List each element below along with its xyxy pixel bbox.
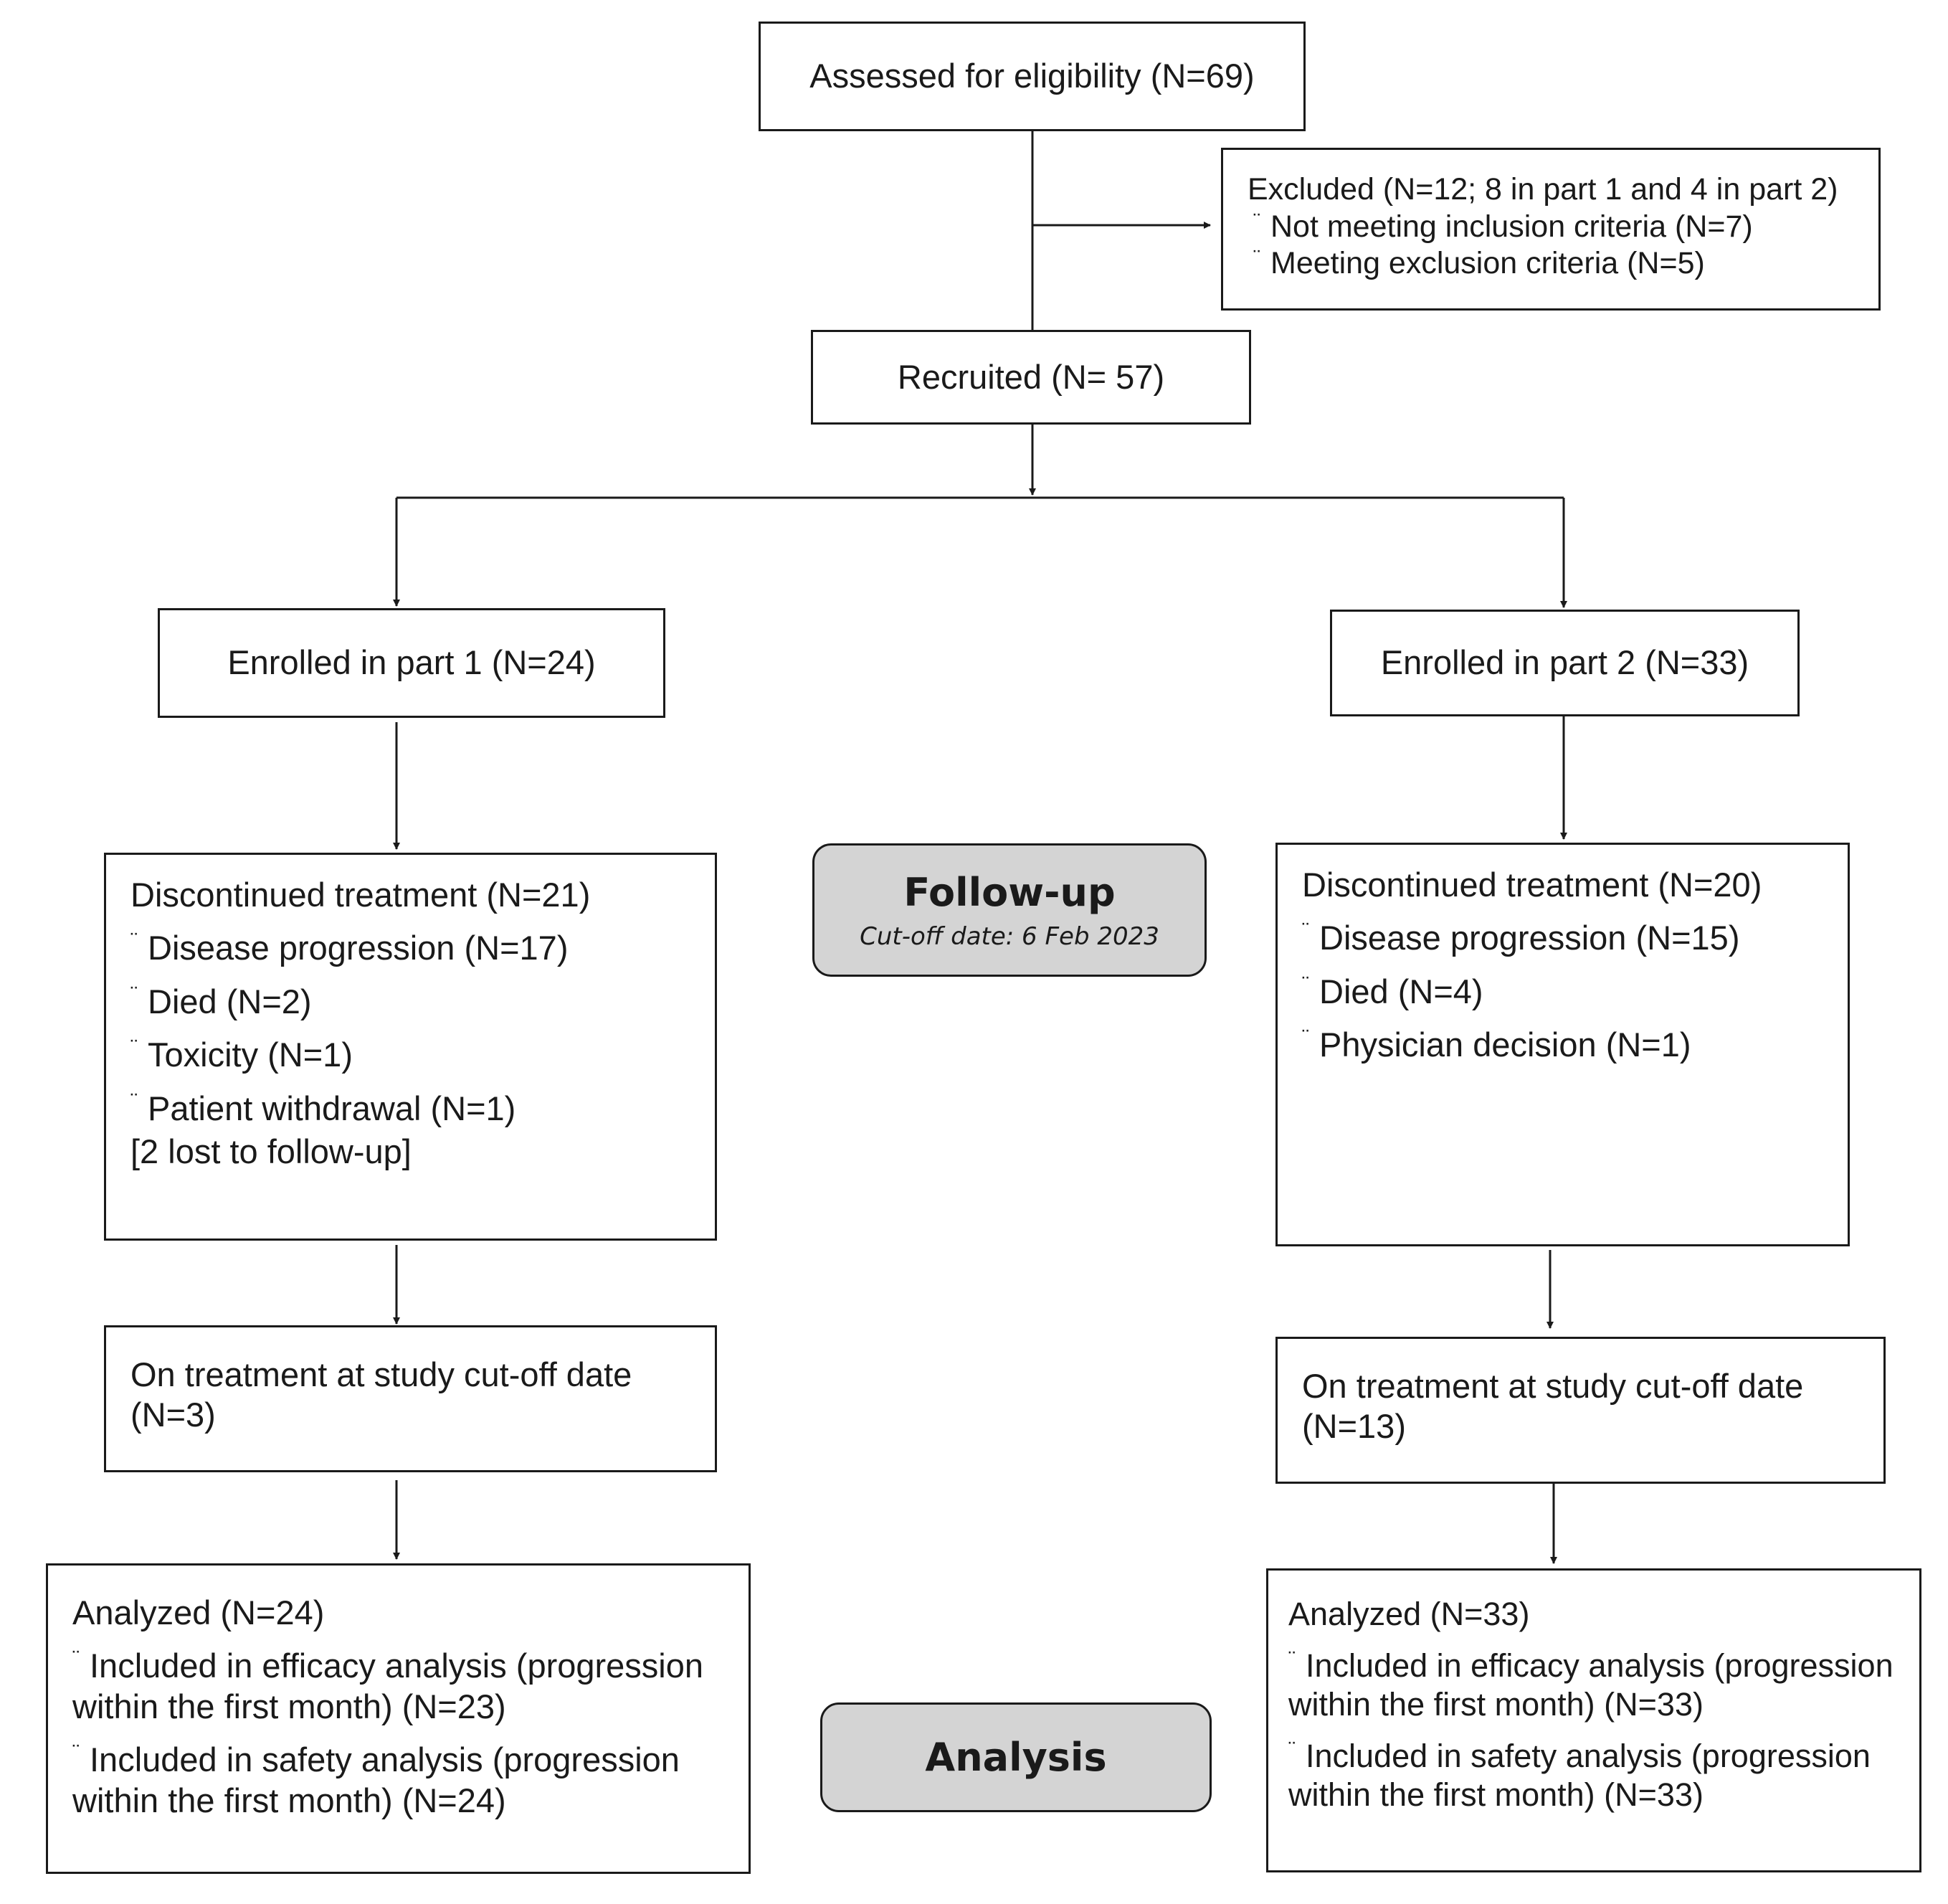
part1-lost-note: [2 lost to follow-up] bbox=[130, 1132, 412, 1170]
part2-enrolled-text: Enrolled in part 2 (N=33) bbox=[1380, 643, 1749, 682]
part2-analyzed-title: Analyzed (N=33) bbox=[1288, 1596, 1530, 1632]
eligibility-box: Assessed for eligibility (N=69) bbox=[759, 22, 1306, 131]
part2-item-died: Died (N=4) bbox=[1302, 972, 1848, 1012]
excluded-item-inclusion: Not meeting inclusion criteria (N=7) bbox=[1253, 209, 1878, 246]
part1-item-progression: Disease progression (N=17) bbox=[130, 928, 715, 968]
part1-discontinued-box: Discontinued treatment (N=21) Disease pr… bbox=[104, 853, 717, 1241]
part1-ontreatment-line1: On treatment at study cut-off date bbox=[130, 1355, 632, 1393]
excluded-box: Excluded (N=12; 8 in part 1 and 4 in par… bbox=[1221, 148, 1881, 311]
eligibility-text: Assessed for eligibility (N=69) bbox=[809, 57, 1255, 95]
recruited-box: Recruited (N= 57) bbox=[811, 330, 1251, 425]
part2-analyzed-efficacy: Included in efficacy analysis (progressi… bbox=[1288, 1647, 1905, 1724]
part1-item-withdrawal: Patient withdrawal (N=1) bbox=[130, 1089, 715, 1129]
part2-ontreatment-line1: On treatment at study cut-off date bbox=[1302, 1367, 1804, 1405]
followup-title: Follow-up bbox=[903, 869, 1116, 915]
part1-analyzed-safety: Included in safety analysis (progression… bbox=[72, 1740, 724, 1821]
part1-ontreatment-box: On treatment at study cut-off date (N=3) bbox=[104, 1325, 717, 1472]
part2-ontreatment-line2: (N=13) bbox=[1302, 1407, 1406, 1446]
followup-stage-label: Follow-up Cut-off date: 6 Feb 2023 bbox=[812, 843, 1207, 977]
part2-enrolled-box: Enrolled in part 2 (N=33) bbox=[1330, 610, 1800, 716]
part2-ontreatment-box: On treatment at study cut-off date (N=13… bbox=[1275, 1337, 1886, 1484]
part1-analyzed-efficacy: Included in efficacy analysis (progressi… bbox=[72, 1646, 724, 1727]
part1-discontinued-title: Discontinued treatment (N=21) bbox=[130, 876, 591, 914]
analysis-title: Analysis bbox=[925, 1735, 1107, 1780]
part1-analyzed-box: Analyzed (N=24) Included in efficacy ana… bbox=[46, 1563, 751, 1874]
part2-analyzed-safety: Included in safety analysis (progression… bbox=[1288, 1737, 1905, 1814]
analysis-stage-label: Analysis bbox=[820, 1702, 1212, 1812]
part1-ontreatment-line2: (N=3) bbox=[130, 1396, 216, 1434]
part1-enrolled-box: Enrolled in part 1 (N=24) bbox=[158, 608, 665, 718]
part1-item-toxicity: Toxicity (N=1) bbox=[130, 1035, 715, 1075]
part2-analyzed-box: Analyzed (N=33) Included in efficacy ana… bbox=[1266, 1568, 1921, 1872]
part1-item-died: Died (N=2) bbox=[130, 982, 715, 1022]
excluded-title: Excluded (N=12; 8 in part 1 and 4 in par… bbox=[1248, 172, 1838, 207]
part1-enrolled-text: Enrolled in part 1 (N=24) bbox=[227, 643, 596, 682]
part2-item-physician: Physician decision (N=1) bbox=[1302, 1025, 1848, 1065]
part2-item-progression: Disease progression (N=15) bbox=[1302, 918, 1848, 958]
part1-analyzed-title: Analyzed (N=24) bbox=[72, 1593, 325, 1631]
excluded-item-exclusion: Meeting exclusion criteria (N=5) bbox=[1253, 245, 1878, 283]
part2-discontinued-title: Discontinued treatment (N=20) bbox=[1302, 866, 1762, 904]
recruited-text: Recruited (N= 57) bbox=[897, 357, 1165, 396]
followup-cutoff-date: Cut-off date: 6 Feb 2023 bbox=[860, 922, 1159, 951]
part2-discontinued-box: Discontinued treatment (N=20) Disease pr… bbox=[1275, 843, 1850, 1246]
